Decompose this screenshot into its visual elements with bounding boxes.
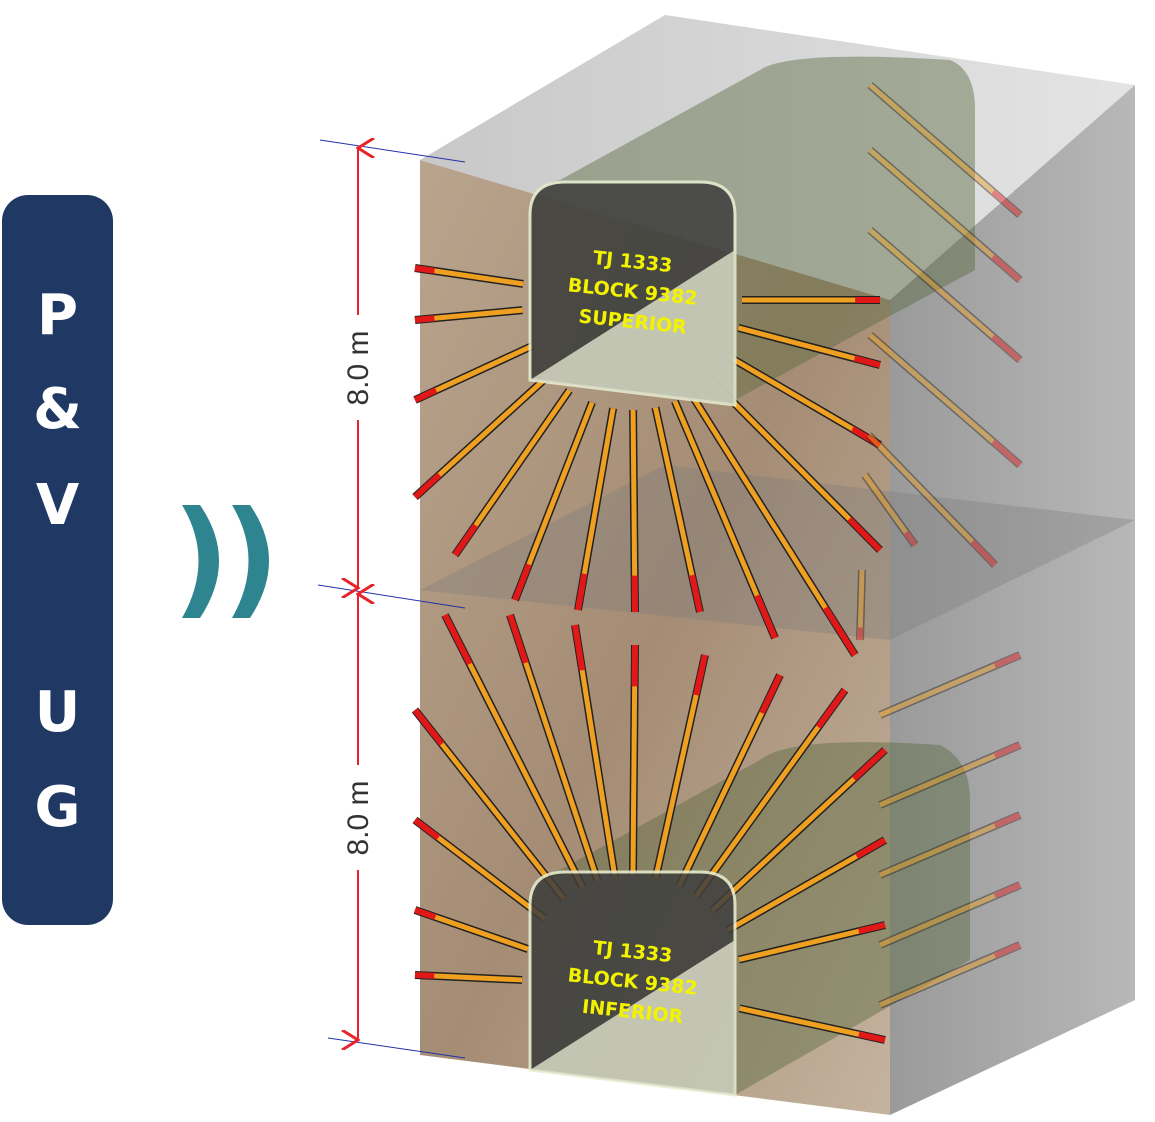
blast-holes: [411, 81, 1023, 1044]
blast-hole: [628, 644, 639, 876]
blast-hole: [413, 342, 534, 404]
lower-tunnel: TJ 1333 BLOCK 9382 INFERIOR: [528, 870, 737, 1097]
blast-hole: [738, 921, 886, 964]
blast-hole: [671, 399, 779, 640]
blast-hole: [867, 146, 1023, 284]
upper-dimension-label: 8.0 m: [342, 330, 375, 405]
blast-hole: [878, 941, 1022, 1009]
letter-ampersand: &: [33, 377, 82, 442]
blast-hole: [441, 613, 586, 889]
blast-hole: [411, 707, 567, 902]
blast-hole: [878, 811, 1022, 879]
blast-hole: [412, 816, 547, 922]
chevron-right-icon: [182, 505, 269, 618]
block-top-face: [420, 15, 1135, 300]
blast-hole: [725, 836, 887, 934]
blast-hole: [687, 391, 859, 658]
blast-hole: [574, 407, 618, 611]
blast-hole: [451, 388, 573, 558]
blast-hole: [651, 406, 704, 613]
blast-hole: [506, 613, 602, 882]
blast-hole: [878, 881, 1022, 949]
blast-hole: [511, 401, 596, 602]
blast-hole: [675, 673, 784, 888]
blast-hole: [414, 306, 523, 324]
blast-hole: [571, 624, 619, 877]
blast-hole: [693, 687, 849, 899]
dimension-lines: 8.0 m 8.0 m: [317, 140, 466, 1059]
blast-hole: [867, 331, 1023, 469]
blast-hole: [878, 741, 1022, 809]
blast-hole: [865, 432, 998, 568]
blast-hole: [414, 971, 523, 984]
block-right-face: [890, 85, 1135, 1115]
blast-hole: [856, 569, 866, 641]
block-front-face: [420, 160, 890, 1115]
blast-hole: [724, 352, 883, 449]
blast-hole: [867, 81, 1023, 219]
letter-p: P: [36, 283, 79, 348]
blast-hole: [709, 747, 888, 914]
blast-hole: [414, 264, 524, 288]
blast-hole: [706, 375, 883, 553]
letter-v: V: [35, 473, 80, 538]
upper-tunnel: TJ 1333 BLOCK 9382 SUPERIOR: [528, 180, 737, 407]
blast-hole: [412, 370, 554, 500]
blast-hole: [651, 654, 709, 879]
lower-dimension-label: 8.0 m: [342, 780, 375, 855]
blast-hole: [738, 1004, 886, 1044]
blast-hole: [867, 226, 1023, 364]
letter-u: U: [34, 680, 81, 745]
letter-g: G: [34, 775, 81, 840]
pv-ug-label-panel: P & V U G: [2, 195, 113, 925]
blast-hole: [629, 409, 639, 613]
blast-hole: [878, 651, 1022, 719]
blast-hole: [737, 324, 882, 369]
blast-hole: [413, 906, 530, 953]
blast-hole: [861, 472, 919, 548]
